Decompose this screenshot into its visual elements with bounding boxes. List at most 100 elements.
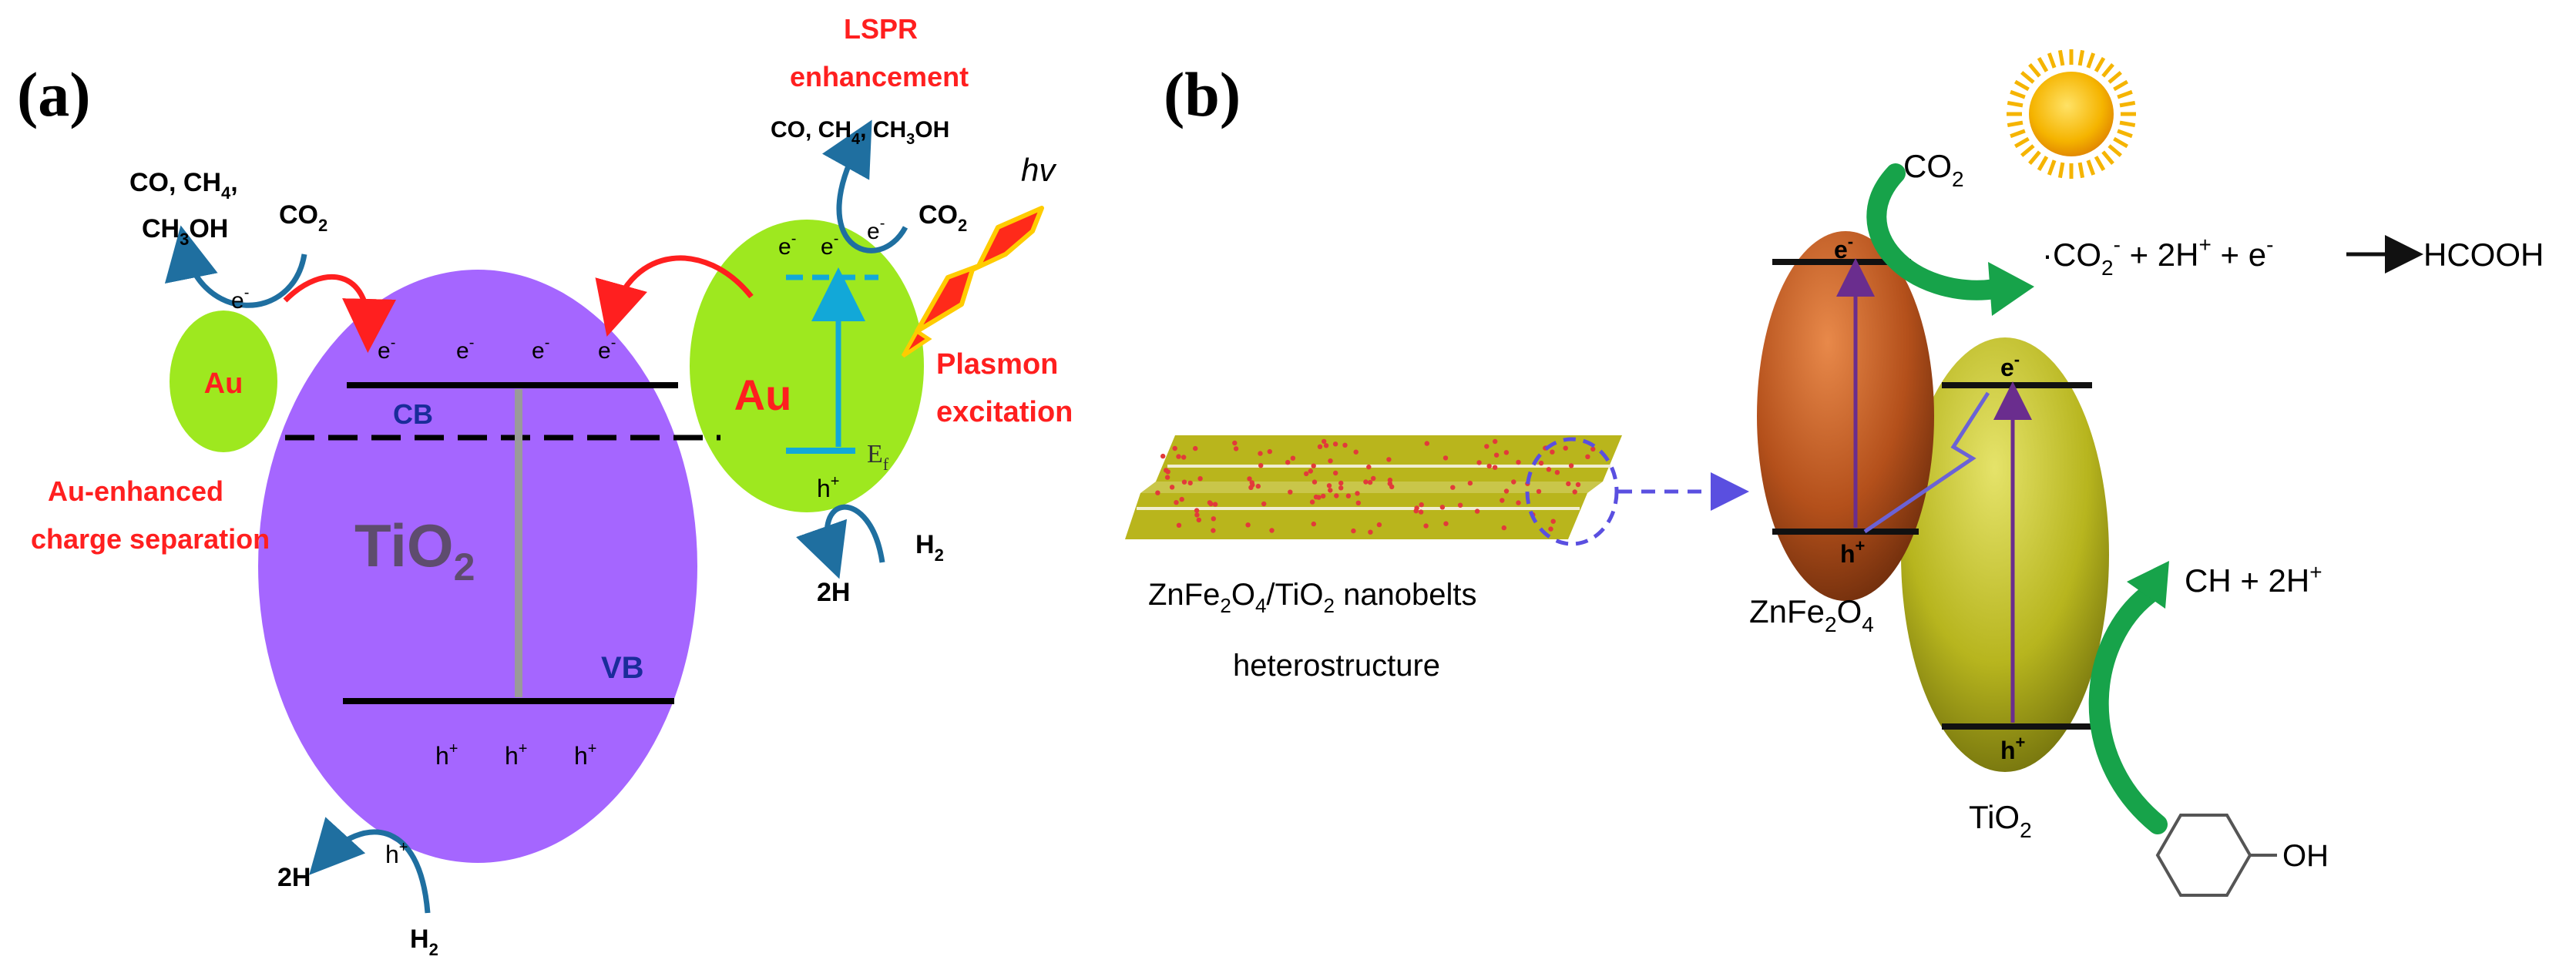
au-enhanced-line2: charge separation (31, 523, 270, 555)
znfe2o4-label: ZnFe2O4 (1749, 593, 1874, 636)
hv-label: hv (1021, 152, 1057, 188)
panel-b-label: (b) (1164, 59, 1241, 129)
nanoparticle-dot (1308, 468, 1314, 474)
nanoparticle-dot (1194, 512, 1200, 518)
nanoparticle-dot (1304, 471, 1309, 477)
sun-ray (2107, 71, 2122, 84)
vb-holes: h+ h+ h+ (435, 740, 596, 770)
nanoparticle-dot (1371, 475, 1376, 482)
nanoparticle-dot (1211, 528, 1216, 533)
nanoparticle-dot (1500, 498, 1505, 503)
nanoparticle-dot (1255, 483, 1261, 489)
nanoparticle-dot (1322, 438, 1327, 445)
tio2-particle (258, 270, 697, 863)
nanoparticle-dot (1169, 485, 1175, 490)
sun-ray (2057, 162, 2065, 179)
nanoparticle-dot (1179, 496, 1184, 502)
co2-reduction-green-arrow (1866, 163, 2006, 300)
nanoparticle-dot (1290, 455, 1296, 461)
sun-ray (2094, 57, 2106, 72)
sun-ray (2107, 144, 2122, 157)
nanoparticle-dot (1419, 502, 1424, 508)
nanoparticle-dot (1538, 460, 1544, 466)
co2-reduction-arrow-right (821, 119, 908, 253)
au-small-particle (170, 310, 277, 452)
sun-ray (2094, 156, 2106, 171)
nanoparticle-dot (1572, 489, 1577, 495)
right-2h-label: 2H (817, 578, 850, 607)
nanoparticle-dot (1457, 502, 1463, 508)
sun-ray (2117, 89, 2133, 99)
left-products-line2: CH3OH (142, 214, 228, 249)
nanoparticle-dot (1486, 463, 1492, 469)
nanoparticle-dot (1418, 509, 1424, 515)
tio2-label-b: TiO2 (1969, 799, 2032, 842)
nanoparticle-dot (1493, 438, 1498, 445)
nanoparticle-dot (1193, 445, 1198, 451)
nanoparticle-dot (1160, 453, 1166, 459)
nanoparticle-dot (1503, 450, 1510, 455)
nanoparticle-dot (1493, 452, 1500, 458)
plasmon-line2: excitation (936, 396, 1073, 428)
au-large-particle (690, 220, 924, 512)
nanoparticle-dot (1563, 445, 1568, 451)
nanoparticle-dot (1443, 521, 1449, 526)
sun-ray (2113, 136, 2128, 149)
nanoparticle-dot (1317, 444, 1323, 449)
nanoparticle-dot (1575, 482, 1581, 488)
bottom-hole-label: h+ (385, 839, 408, 868)
sun-ray (2010, 89, 2026, 99)
sun-icon (2007, 49, 2136, 179)
nanoparticle-dot (1423, 523, 1429, 529)
nanoparticle-dot (1511, 479, 1516, 485)
nanoparticle-dot (1590, 446, 1596, 452)
nanoparticle-dot (1181, 455, 1187, 460)
nanobelt (1125, 435, 1622, 546)
hcooh-label: HCOOH (2423, 237, 2544, 273)
nanoparticle-dot (1355, 491, 1360, 496)
nanoparticle-dot (1328, 488, 1333, 493)
nanoparticle-dot (1351, 528, 1356, 534)
fermi-level-label: Ef (867, 440, 889, 474)
h2-evolution-arrow-right (796, 504, 885, 579)
panel-a-label: (a) (17, 59, 91, 129)
nanoparticle-dot (1269, 528, 1275, 533)
nanoparticle-dot (1492, 465, 1498, 470)
nanoparticle-dot (1323, 443, 1329, 448)
nanoparticle-dot (1165, 469, 1170, 475)
nanoparticle-dot (1484, 444, 1490, 449)
au-electron-label: e- (821, 230, 838, 260)
sun-ray (2007, 100, 2024, 108)
au-enhanced-line1: Au-enhanced (48, 475, 223, 507)
sun-ray (2037, 57, 2049, 72)
sun-ray (2113, 79, 2128, 92)
znfe-hole-label: h+ (1840, 536, 1865, 568)
sun-ray (2117, 129, 2133, 139)
nanoparticle-dot (1387, 477, 1393, 483)
sun-ray (2007, 120, 2024, 128)
nanoparticle-dot (1258, 451, 1263, 456)
plasmon-line1: Plasmon (936, 348, 1058, 381)
nanoparticle-dot (1207, 500, 1213, 505)
right-h2-label: H2 (915, 530, 944, 565)
nanoparticle-dot (1309, 499, 1315, 505)
nanoparticle-dot (1261, 501, 1267, 507)
tio2-electron-label: e- (2000, 350, 2020, 381)
nanoparticle-dot (1211, 516, 1217, 522)
nanoparticle-dot (1326, 483, 1332, 488)
left-co2-label: CO2 (279, 200, 327, 235)
sun-ray (2037, 156, 2049, 171)
sun-ray (2020, 71, 2035, 84)
sun-ray (2028, 63, 2041, 78)
sun-ray (2014, 136, 2030, 149)
znfe2o4-ellipse (1757, 231, 1934, 601)
sun-ray (2047, 159, 2057, 176)
au-large-label: Au (734, 371, 792, 419)
nanoparticle-dot (1516, 459, 1521, 465)
lightning-bolt-tip (901, 328, 932, 358)
hole-label: h+ (574, 740, 596, 770)
electron-label: e- (532, 334, 549, 364)
nanoparticle-dot (1363, 479, 1369, 485)
nanoparticle-dot (1367, 479, 1373, 485)
